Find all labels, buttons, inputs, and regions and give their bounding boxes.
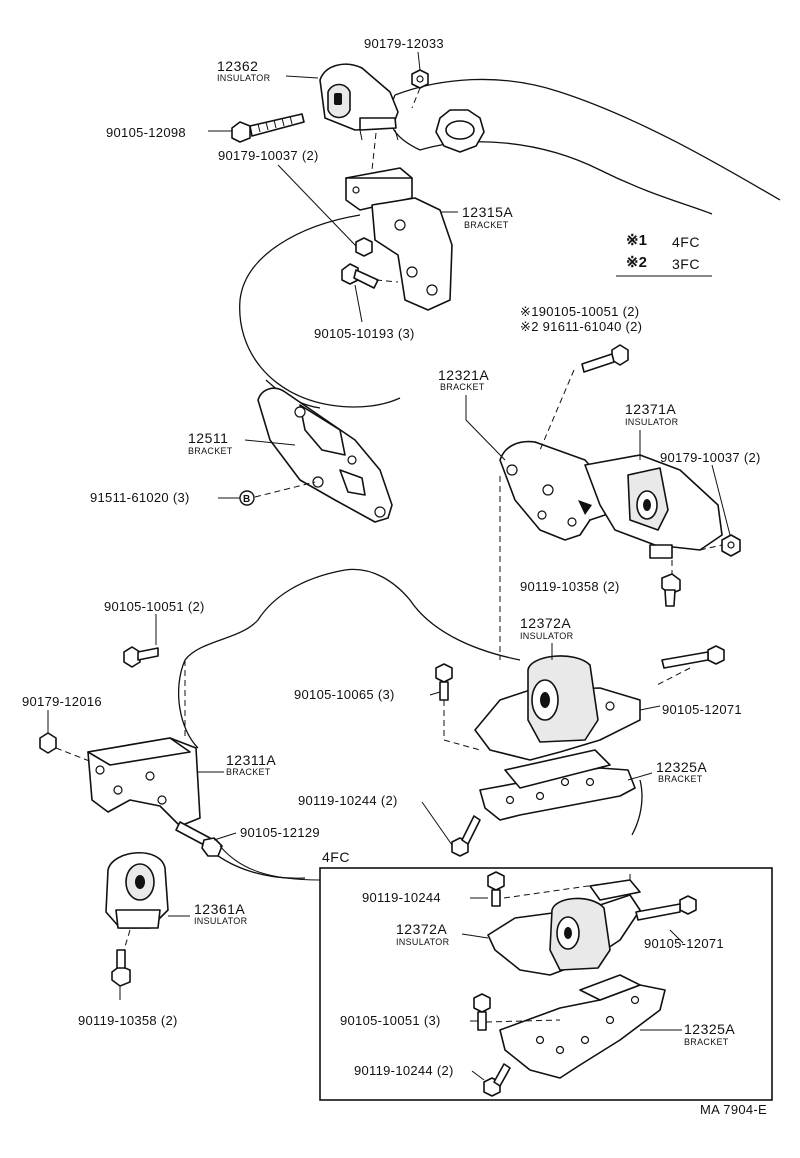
label-12325A-desc: BRACKET bbox=[658, 774, 703, 784]
transaxle-outline bbox=[178, 568, 643, 879]
label-inset-12325A-desc: BRACKET bbox=[684, 1037, 729, 1047]
model-legend: ※1 4FC ※2 3FC bbox=[616, 232, 712, 277]
insulator-12372A bbox=[474, 655, 641, 761]
label-inset-90119-10244-b: 90119-10244 (2) bbox=[354, 1063, 454, 1078]
label-12372A: 12372A bbox=[520, 615, 571, 631]
bolt-90119-10244-center bbox=[451, 815, 481, 857]
label-inset-90105-12071: 90105-12071 bbox=[644, 936, 724, 951]
legend-mark-2: ※2 bbox=[626, 254, 647, 271]
label-inset-12372A: 12372A bbox=[396, 921, 447, 937]
label-12511-desc: BRACKET bbox=[188, 446, 233, 456]
label-90179-12016: 90179-12016 bbox=[22, 694, 102, 709]
nut-90179-10037-right bbox=[721, 534, 741, 557]
label-90105-12098: 90105-12098 bbox=[106, 125, 186, 140]
inset-frame bbox=[319, 867, 773, 1101]
inset-bolt-90119-10244-bottom bbox=[483, 1063, 511, 1097]
label-90119-10358-b: 90119-10358 (2) bbox=[78, 1013, 178, 1028]
inset-bracket-12325A bbox=[499, 974, 666, 1079]
legend-model-1: 4FC bbox=[672, 234, 700, 250]
label-90105-12071: 90105-12071 bbox=[662, 702, 742, 717]
label-90105-12129: 90105-12129 bbox=[240, 825, 320, 840]
label-12315A: 12315A bbox=[462, 204, 513, 220]
inset-insulator-12372A bbox=[487, 879, 641, 976]
label-90179-12033: 90179-12033 bbox=[364, 36, 444, 51]
insulator-12371A bbox=[584, 454, 723, 559]
figure-code: MA 7904-E bbox=[700, 1102, 767, 1117]
label-91511-61020: 91511-61020 (3) bbox=[90, 490, 190, 505]
insulator-12362 bbox=[319, 63, 399, 141]
bracket-12511 bbox=[257, 387, 393, 523]
bracket-12315A bbox=[345, 167, 453, 311]
inset-bolt-90119-10244-top bbox=[487, 871, 505, 907]
nut-90179-10037-upper bbox=[355, 237, 373, 257]
label-12362-desc: INSULATOR bbox=[217, 73, 271, 83]
label-inset-12325A: 12325A bbox=[684, 1021, 735, 1037]
label-12372A-desc: INSULATOR bbox=[520, 631, 574, 641]
label-12315A-desc: BRACKET bbox=[464, 220, 509, 230]
bolt-90105-12129 bbox=[175, 821, 223, 857]
leader-lines bbox=[47, 51, 731, 1000]
label-inset-90105-10051: 90105-10051 (3) bbox=[340, 1013, 441, 1028]
legend-mark-1: ※1 bbox=[626, 232, 647, 249]
nut-90179-12033 bbox=[411, 69, 429, 89]
label-12361A: 12361A bbox=[194, 901, 245, 917]
label-12325A: 12325A bbox=[656, 759, 707, 775]
bolt-90105-12071-center bbox=[661, 645, 725, 669]
inset-dashed-lines bbox=[485, 870, 631, 1023]
label-91611-61040-star2: ※2 91611-61040 (2) bbox=[520, 319, 642, 334]
label-12321A: 12321A bbox=[438, 367, 489, 383]
part-labels: 12362 INSULATOR 90179-12033 90105-12098 … bbox=[22, 36, 767, 1117]
label-12362: 12362 bbox=[217, 58, 258, 74]
label-12321A-desc: BRACKET bbox=[440, 382, 485, 392]
label-90105-10051-star1: ※190105-10051 (2) bbox=[520, 304, 639, 319]
label-inset-90119-10244: 90119-10244 bbox=[362, 890, 441, 905]
label-90105-10193: 90105-10193 (3) bbox=[314, 326, 415, 341]
bracket-12325A-center bbox=[479, 749, 636, 821]
bolt-90105-10193 bbox=[341, 263, 379, 289]
label-90119-10244-a: 90119-10244 (2) bbox=[298, 793, 398, 808]
label-90105-10051-a: 90105-10051 (2) bbox=[104, 599, 205, 614]
label-inset-4fc: 4FC bbox=[322, 849, 350, 865]
bolt-90105-12098 bbox=[231, 113, 305, 143]
bolt-90119-10358-upper bbox=[661, 573, 681, 607]
label-12371A: 12371A bbox=[625, 401, 676, 417]
insulator-12361A bbox=[105, 852, 169, 929]
label-90179-10037-a: 90179-10037 (2) bbox=[218, 148, 319, 163]
circle-b-label: B bbox=[243, 494, 250, 505]
bolt-90119-10358-lower bbox=[111, 949, 131, 987]
inset-4fc bbox=[319, 867, 773, 1101]
bolt-90105-10065 bbox=[435, 663, 453, 701]
label-90179-10037-b: 90179-10037 (2) bbox=[660, 450, 761, 465]
inset-leader-lines bbox=[461, 897, 684, 1081]
label-90119-10358-a: 90119-10358 (2) bbox=[520, 579, 620, 594]
label-90105-10065: 90105-10065 (3) bbox=[294, 687, 395, 702]
label-12311A: 12311A bbox=[226, 752, 276, 768]
label-inset-12372A-desc: INSULATOR bbox=[396, 937, 450, 947]
label-12371A-desc: INSULATOR bbox=[625, 417, 679, 427]
inset-bolt-90105-10051 bbox=[473, 993, 491, 1031]
label-12361A-desc: INSULATOR bbox=[194, 916, 248, 926]
dashed-alignment-lines bbox=[55, 87, 723, 951]
label-12311A-desc: BRACKET bbox=[226, 767, 271, 777]
bolt-91611-61040 bbox=[581, 344, 629, 373]
oil-filler-cap bbox=[435, 109, 485, 153]
legend-model-2: 3FC bbox=[672, 256, 700, 272]
bracket-12311A bbox=[87, 737, 201, 827]
bolt-90105-10051-left bbox=[123, 646, 159, 668]
nut-90179-12016 bbox=[39, 732, 57, 754]
label-12511: 12511 bbox=[188, 430, 228, 446]
inset-bolt-90105-12071 bbox=[635, 895, 697, 921]
circle-b-symbol: B bbox=[239, 490, 255, 506]
